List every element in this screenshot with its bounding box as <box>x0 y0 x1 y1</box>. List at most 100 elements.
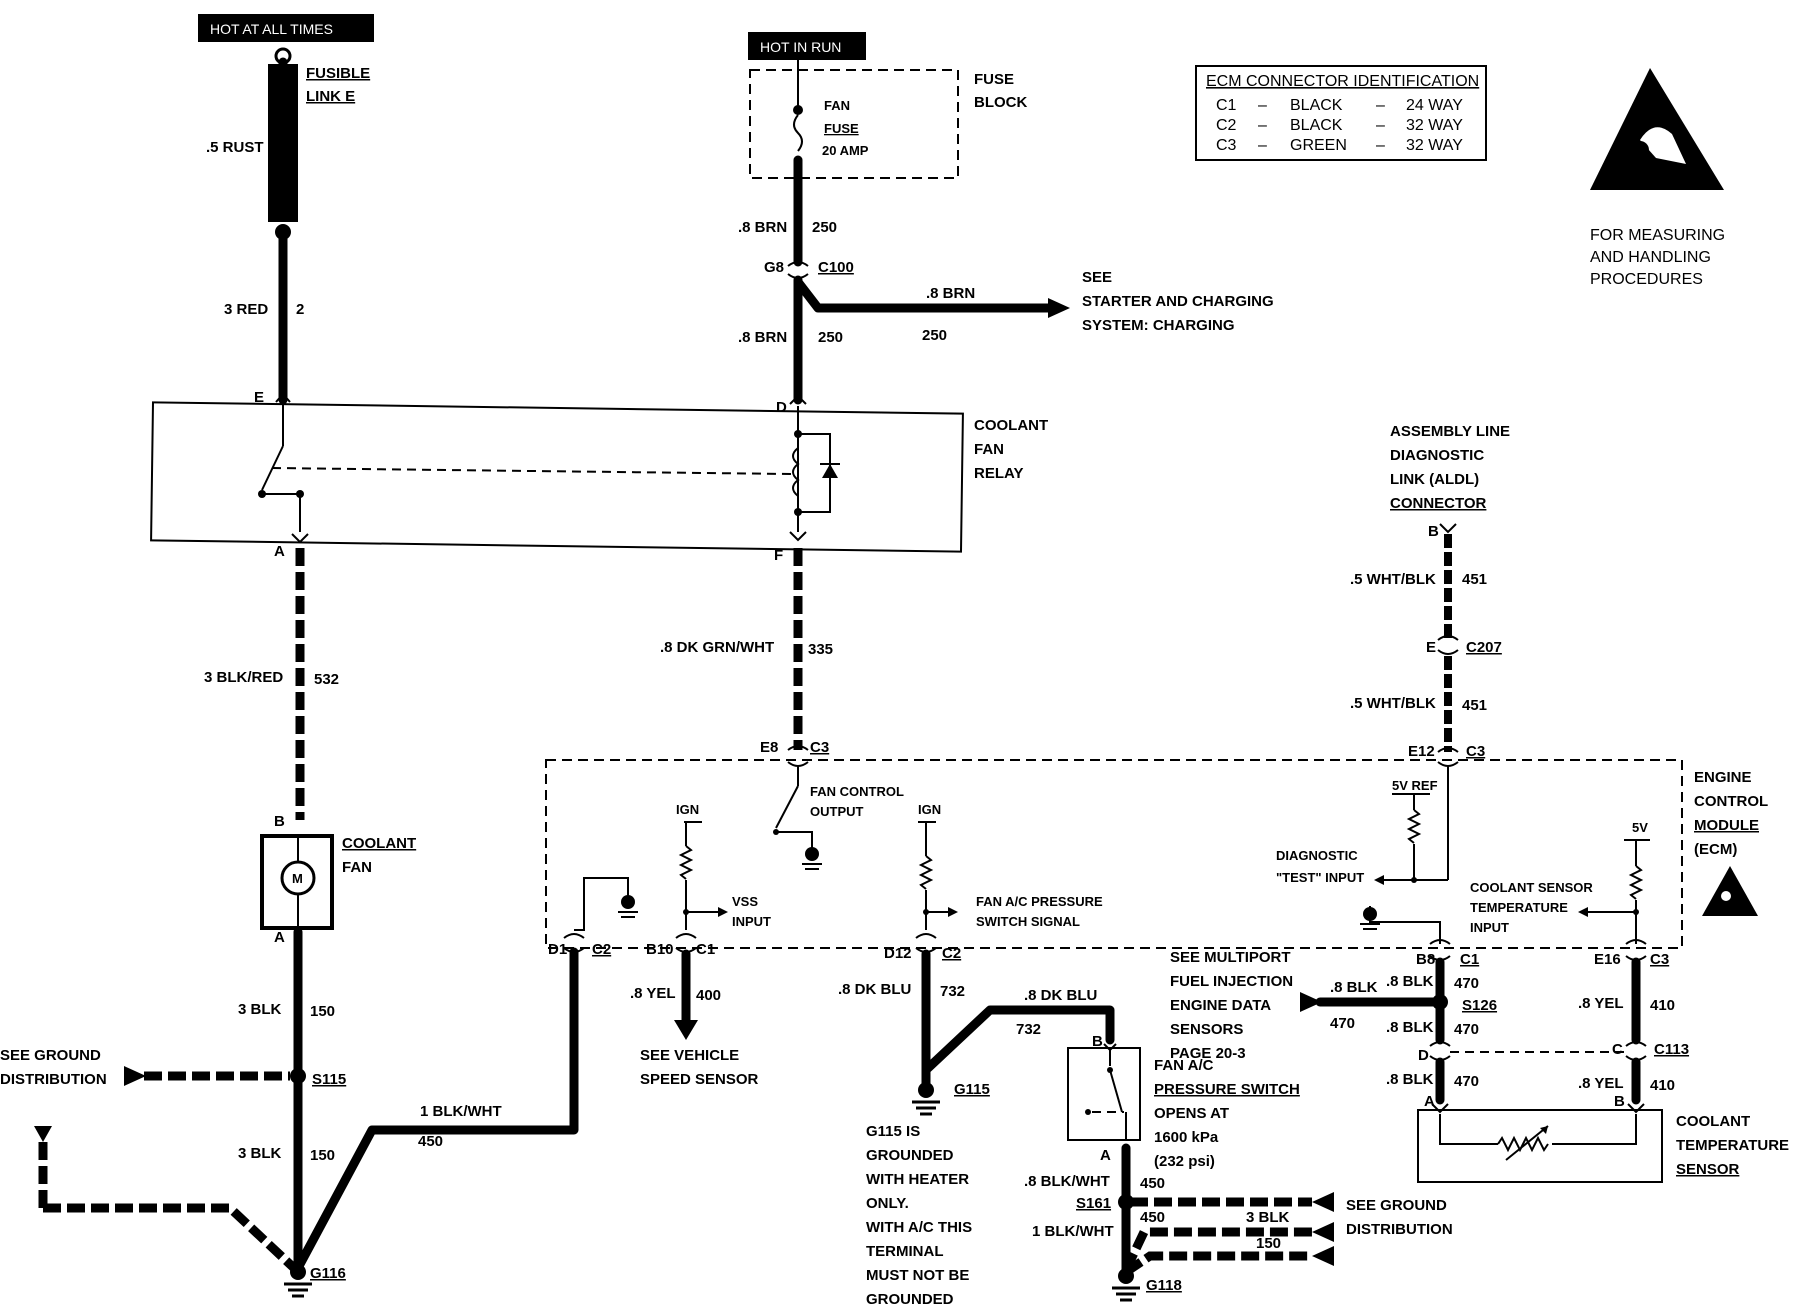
relay-pin-a-terminal <box>291 533 309 544</box>
relay-label-3: RELAY <box>974 465 1023 482</box>
cts-pin-b-terminal <box>1627 1103 1645 1114</box>
cts-input-label-1: COOLANT SENSOR <box>1470 880 1593 895</box>
c113-pin-d: D <box>1418 1047 1429 1064</box>
aldl-c3: C3 <box>1466 743 1485 760</box>
ecm-connector-row-c1: C1 – BLACK – 24 WAY <box>1216 97 1463 114</box>
fan-ac-label-2: SWITCH SIGNAL <box>976 914 1080 929</box>
wire-8-dk-blu-b-circuit: 732 <box>1016 1021 1041 1038</box>
vss-input-arrow <box>718 907 728 917</box>
e16-connector-top <box>1625 939 1647 945</box>
c3-color: GREEN <box>1290 137 1347 154</box>
ecm-label-2: CONTROL <box>1694 793 1768 810</box>
g115-note-5: WITH A/C THIS <box>866 1219 972 1236</box>
wire-3-blk-c <box>1123 1251 1312 1276</box>
wire-8-blk-470-a-label: .8 BLK <box>1386 973 1434 990</box>
see-ground-a-1: SEE GROUND <box>0 1047 101 1064</box>
s115-label: S115 <box>312 1071 346 1088</box>
pfi-arrow <box>1300 992 1322 1012</box>
ecm-d1-pin: D1 <box>548 941 567 958</box>
wire-8-blk-470-d-circuit: 470 <box>1454 1073 1479 1090</box>
hot-in-run-label: HOT IN RUN <box>760 39 841 55</box>
wire-8-dk-blu-a-label: .8 DK BLU <box>838 981 911 998</box>
wire-8-brn-c-label: .8 BRN <box>738 329 787 346</box>
c207-connector-bottom <box>1437 649 1459 655</box>
wire-5-wht-blk-a-circuit: 451 <box>1462 571 1487 588</box>
g115-note-6: TERMINAL <box>866 1243 944 1260</box>
relay-label-2: FAN <box>974 441 1004 458</box>
cts-variable-arrowhead <box>1540 1126 1548 1134</box>
fan-ctrl-label-1: FAN CONTROL <box>810 784 904 799</box>
g115-note-2: GROUNDED <box>866 1147 954 1164</box>
cts-input-label-2: TEMPERATURE <box>1470 900 1568 915</box>
wire-1-blk-wht-b <box>1121 1227 1312 1272</box>
pressure-switch-label-3: OPENS AT <box>1154 1105 1229 1122</box>
g115-note-3: WITH HEATER <box>866 1171 969 1188</box>
cts-pin-a: A <box>1424 1093 1435 1110</box>
ecm-c3-b: C3 <box>1650 951 1669 968</box>
aldl-pin-b-terminal <box>1439 523 1457 534</box>
ground-distribution-arrow-c <box>1312 1222 1334 1242</box>
fusible-link-wire-label: .5 RUST <box>206 139 264 156</box>
relay-diode <box>822 464 838 478</box>
see-starter-1: SEE <box>1082 269 1112 286</box>
relay-pin-a: A <box>274 543 285 560</box>
c113-c-connector-top <box>1625 1041 1647 1047</box>
fan-fuse-label-2: FUSE <box>824 121 859 136</box>
g115-note: G115 IS GROUNDED WITH HEATER ONLY. WITH … <box>866 1123 972 1308</box>
c1-color: BLACK <box>1290 97 1343 114</box>
ecm-e8-pin: E8 <box>760 739 778 756</box>
g115-note-8: GROUNDED <box>866 1291 954 1308</box>
wire-450-label-b: 450 <box>1140 1209 1165 1226</box>
b8-internal-ground-icon <box>1360 923 1380 930</box>
wire-1-blk-wht <box>293 947 579 1273</box>
e8-connector-top <box>787 745 809 751</box>
wire-8-dk-grn-wht-circuit: 335 <box>808 641 833 658</box>
g116-label: G116 <box>310 1265 346 1282</box>
g115-note-1: G115 IS <box>866 1123 920 1140</box>
c3-dash2: – <box>1376 137 1385 154</box>
wire-8-yel-410-b-circuit: 410 <box>1650 1077 1675 1094</box>
diag-arrow <box>1374 875 1384 885</box>
g115-ground-terminal <box>918 1082 934 1098</box>
c113-d-connector-top <box>1429 1041 1451 1047</box>
cts-pin-a-terminal <box>1431 1103 1449 1114</box>
wire-1-blk-wht-circuit: 450 <box>418 1133 443 1150</box>
cts-internal-right <box>1552 1114 1637 1145</box>
s115-splice <box>290 1068 306 1084</box>
aldl-e12: E12 <box>1408 743 1435 760</box>
diag-label-2: "TEST" INPUT <box>1276 870 1364 885</box>
g118-label: G118 <box>1146 1277 1182 1294</box>
pressure-switch-pin-b: B <box>1092 1033 1103 1050</box>
wire-8-blk-470-d-label: .8 BLK <box>1386 1071 1434 1088</box>
c2-dash2: – <box>1376 117 1385 134</box>
c207-connector-top <box>1437 635 1459 641</box>
coolant-fan-relay-box <box>150 401 964 553</box>
relay-pin-f: F <box>774 547 783 564</box>
hot-at-all-times-label: HOT AT ALL TIMES <box>210 21 333 37</box>
relay-pin-e: E <box>254 389 264 406</box>
ecm-b8-pin: B8 <box>1416 951 1435 968</box>
d1-internal-wire <box>574 877 629 931</box>
wire-8-yel-410-b-label: .8 YEL <box>1578 1075 1624 1092</box>
wire-3-red-label: 3 RED <box>224 301 268 318</box>
wire-8-dk-blu-b-label: .8 DK BLU <box>1024 987 1097 1004</box>
wire-3-blk-a-circuit: 150 <box>310 1003 335 1020</box>
fan-fuse-label-1: FAN <box>824 98 850 113</box>
ecm-label-3: MODULE <box>1694 817 1759 834</box>
coolant-fan-label-2: FAN <box>342 859 372 876</box>
b10-connector-top <box>675 933 697 939</box>
cts-label-1: COOLANT <box>1676 1113 1750 1130</box>
wire-1-blk-wht-b-label: 1 BLK/WHT <box>1032 1223 1114 1240</box>
starter-arrow <box>1048 298 1070 318</box>
see-starter-2: STARTER AND CHARGING <box>1082 293 1274 310</box>
pressure-switch-pin-a: A <box>1100 1147 1111 1164</box>
wire-8-blk-470-a-circuit: 470 <box>1454 975 1479 992</box>
wire-5-wht-blk-a-label: .5 WHT/BLK <box>1350 571 1436 588</box>
aldl-pin-b: B <box>1428 523 1439 540</box>
wire-3-blk-a-label: 3 BLK <box>238 1001 282 1018</box>
fusible-link-label-1: FUSIBLE <box>306 65 370 82</box>
aldl-pin-e: E <box>1426 639 1436 656</box>
coolant-temp-sensor-box <box>1417 1109 1663 1183</box>
c3-size: 32 WAY <box>1406 137 1463 154</box>
pressure-switch-node-left <box>1085 1109 1091 1115</box>
